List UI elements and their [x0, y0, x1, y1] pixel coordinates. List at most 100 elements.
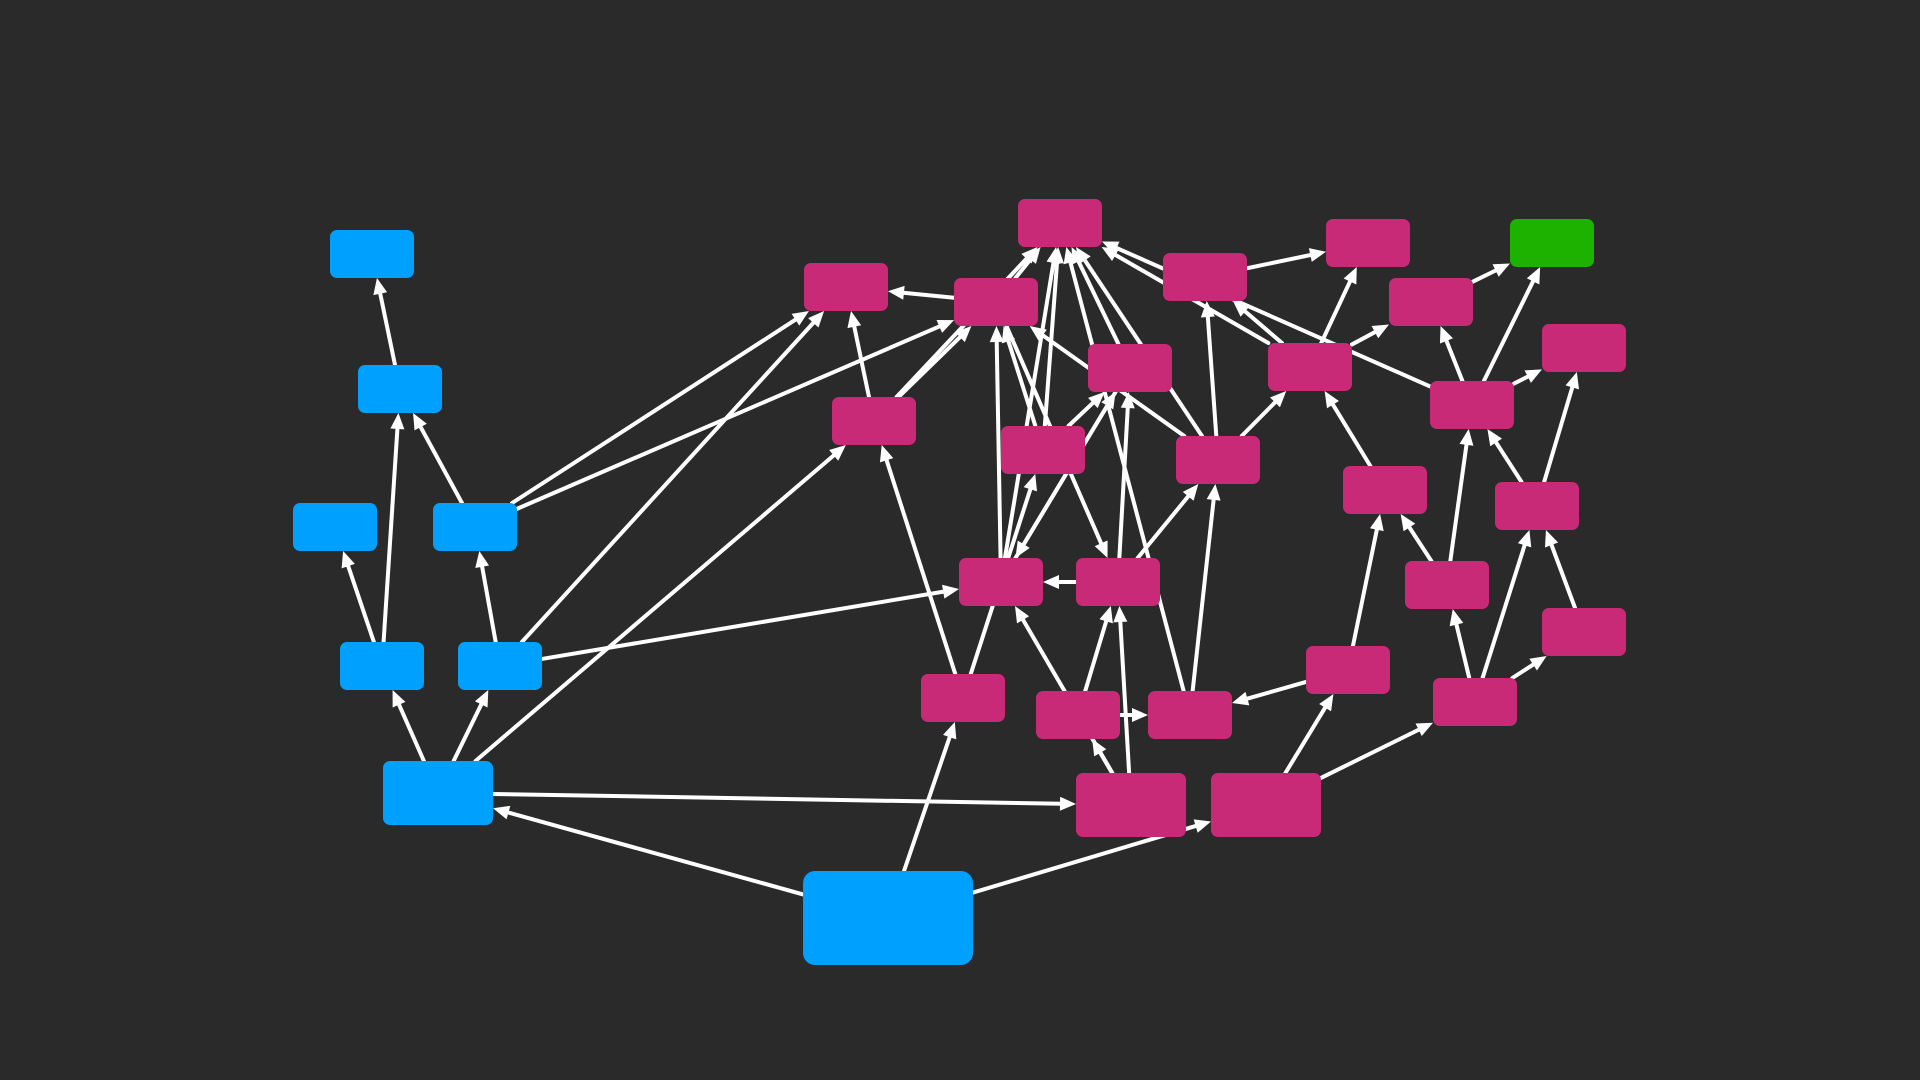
edge-root-to-b-hub: [493, 805, 805, 897]
edge-m-q-to-m-ext: [1319, 267, 1357, 345]
node-m-l[interactable]: [1148, 691, 1232, 739]
edge-line: [504, 810, 805, 897]
arrowhead-icon: [1021, 247, 1038, 264]
node-m-ext[interactable]: [1326, 219, 1410, 267]
arrowhead-icon: [1565, 372, 1580, 390]
node-m-t[interactable]: [1405, 561, 1489, 609]
edge-b-r-to-m-b: [519, 311, 825, 644]
edge-m-k-to-m-l: [1118, 708, 1148, 722]
arrowhead-icon: [1182, 484, 1199, 501]
edge-line: [1480, 541, 1528, 680]
edge-m-x-to-m-z: [1439, 326, 1465, 383]
edge-b-hub-to-b-r: [451, 690, 489, 763]
node-b-r[interactable]: [458, 642, 542, 690]
node-m-r[interactable]: [1343, 466, 1427, 514]
edge-line: [1471, 267, 1500, 284]
edge-m-v-to-m-aa: [1480, 530, 1532, 680]
arrowhead-icon: [1517, 530, 1532, 548]
edge-m-m-to-m-r: [1350, 514, 1384, 648]
node-root[interactable]: [803, 871, 973, 965]
edge-m-o-to-m-q: [1239, 391, 1287, 438]
arrowhead-icon: [1088, 392, 1105, 409]
arrowhead-icon: [1343, 267, 1357, 285]
edge-line: [1190, 495, 1216, 693]
node-b-ll[interactable]: [293, 503, 377, 551]
arrowhead-icon: [1023, 474, 1038, 492]
node-m-h[interactable]: [1076, 773, 1186, 837]
node-m-j[interactable]: [1076, 558, 1160, 606]
edge-m-i-to-m-a: [1002, 247, 1061, 560]
edge-line: [1239, 398, 1279, 438]
node-m-m[interactable]: [1306, 646, 1390, 694]
node-m-n[interactable]: [1088, 344, 1172, 392]
arrowhead-icon: [936, 320, 954, 333]
arrowhead-icon: [989, 326, 1004, 343]
node-b-mid[interactable]: [358, 365, 442, 413]
edge-line: [1241, 308, 1284, 345]
edge-m-q-to-m-s: [1233, 301, 1284, 345]
node-b-hub[interactable]: [383, 761, 493, 825]
edge-m-o-to-m-s: [1200, 301, 1219, 438]
arrowhead-icon: [1092, 739, 1107, 757]
node-m-s[interactable]: [1163, 253, 1247, 301]
edge-line: [1510, 661, 1537, 680]
edge-m-q-to-m-z: [1350, 324, 1389, 347]
edge-line: [1067, 258, 1186, 693]
node-m-i[interactable]: [959, 558, 1043, 606]
edge-line: [1243, 679, 1308, 702]
node-m-bb[interactable]: [1542, 324, 1626, 372]
arrowhead-icon: [413, 413, 427, 431]
edge-line: [883, 456, 958, 676]
edge-m-j-to-m-i: [1043, 575, 1078, 589]
node-m-aa[interactable]: [1495, 482, 1579, 530]
arrowhead-icon: [1120, 392, 1135, 409]
edge-m-s-to-m-ext: [1245, 248, 1326, 271]
edge-line: [1350, 525, 1380, 648]
node-m-a[interactable]: [1018, 199, 1102, 247]
node-m-q[interactable]: [1268, 343, 1352, 391]
arrowhead-icon: [1415, 722, 1433, 737]
node-m-d[interactable]: [832, 397, 916, 445]
node-b-l[interactable]: [340, 642, 424, 690]
edge-line: [540, 589, 948, 661]
edge-m-m-to-m-l: [1232, 679, 1308, 706]
node-m-g[interactable]: [1211, 773, 1321, 837]
arrowhead-icon: [1324, 391, 1339, 409]
edge-line: [1350, 329, 1379, 347]
arrowhead-icon: [1439, 326, 1453, 344]
node-m-e[interactable]: [1001, 426, 1085, 474]
edge-m-k-to-m-j: [1083, 606, 1113, 693]
node-m-c[interactable]: [954, 278, 1038, 326]
edge-b-hub-to-m-d: [473, 445, 846, 763]
node-m-k[interactable]: [1036, 691, 1120, 739]
edge-m-d-to-m-b: [847, 311, 871, 399]
arrowhead-icon: [942, 584, 959, 599]
arrowhead-icon: [390, 413, 405, 430]
node-m-b[interactable]: [804, 263, 888, 311]
node-b-rl[interactable]: [433, 503, 517, 551]
arrowhead-icon: [1400, 514, 1416, 532]
edge-m-r-to-m-q: [1324, 391, 1373, 468]
node-m-v[interactable]: [1433, 678, 1517, 726]
node-g-top[interactable]: [1510, 219, 1594, 267]
edge-line: [1481, 277, 1536, 383]
arrowhead-icon: [1270, 391, 1287, 408]
arrowhead-icon: [1487, 429, 1502, 447]
arrowhead-icon: [493, 805, 511, 820]
arrowhead-icon: [1371, 324, 1389, 339]
node-m-x[interactable]: [1430, 381, 1514, 429]
edge-line: [1097, 749, 1115, 775]
node-m-o[interactable]: [1176, 436, 1260, 484]
arrowhead-icon: [955, 326, 972, 343]
node-m-y[interactable]: [1542, 608, 1626, 656]
node-m-z[interactable]: [1389, 278, 1473, 326]
arrowhead-icon: [879, 445, 894, 463]
arrowhead-icon: [1001, 326, 1016, 344]
edge-m-e-to-m-n: [1066, 392, 1105, 428]
edge-line: [1448, 440, 1469, 563]
node-b-top[interactable]: [330, 230, 414, 278]
arrowhead-icon: [1206, 484, 1221, 501]
edge-line: [479, 562, 498, 644]
node-m-f[interactable]: [921, 674, 1005, 722]
edge-line: [473, 452, 838, 763]
